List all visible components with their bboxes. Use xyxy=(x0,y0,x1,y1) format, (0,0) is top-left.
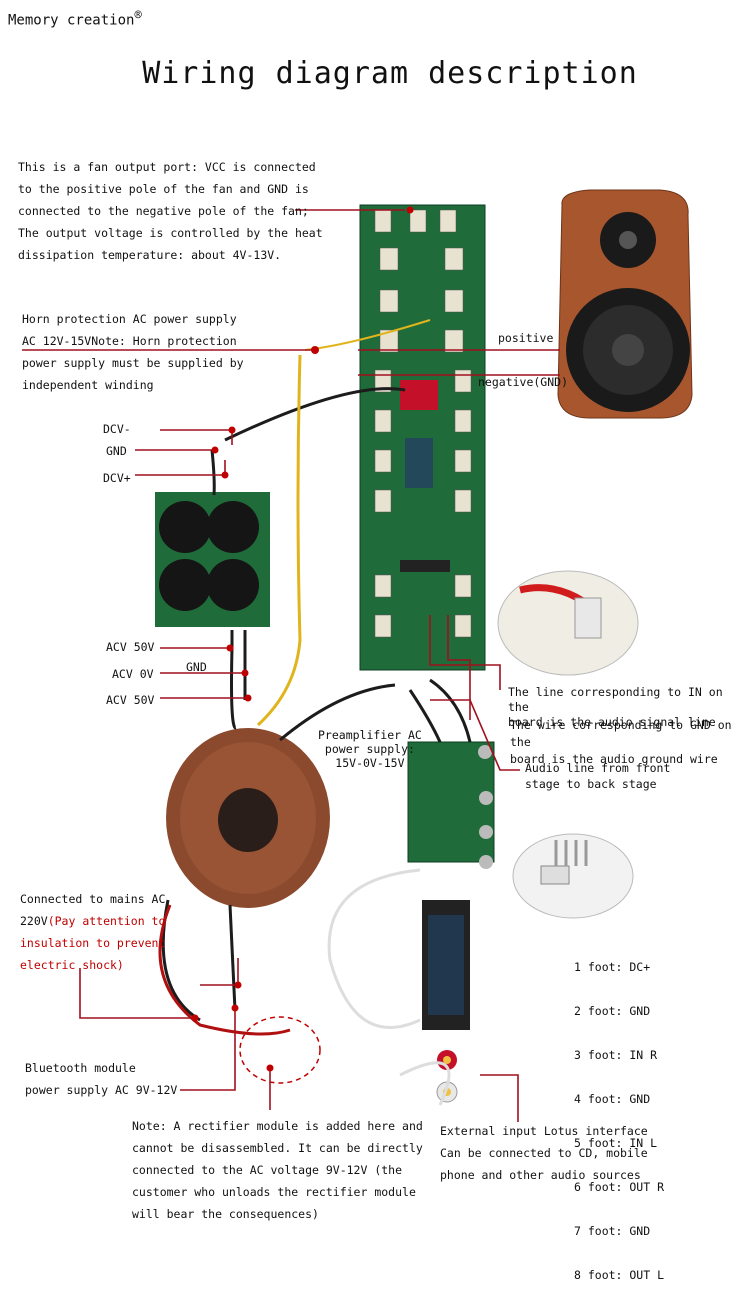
amplifier-board xyxy=(359,204,486,671)
brand-name: Memory creation xyxy=(8,12,135,29)
inset-photo-connector xyxy=(497,570,639,676)
yellow-wire xyxy=(256,354,302,727)
speaker-negative-label: negative(GND) xyxy=(478,375,569,389)
pin-1: 1 foot: DC+ xyxy=(574,960,651,974)
toroidal-transformer xyxy=(166,728,330,908)
red-wires xyxy=(158,904,291,1036)
bluetooth-pinout: 1 foot: DC+ 2 foot: GND 3 foot: IN R 4 f… xyxy=(574,934,664,1308)
ic-chip xyxy=(400,560,450,572)
white-wires xyxy=(327,868,451,1106)
rectifier-note: Note: A rectifier module is added here a… xyxy=(132,1119,423,1221)
acv0-label: ACV 0V xyxy=(112,667,154,681)
registered-mark: ® xyxy=(134,8,142,22)
protection-relay xyxy=(400,380,438,410)
gnd-label-dc: GND xyxy=(106,444,127,458)
wiring-illustration xyxy=(22,189,693,1122)
mains-note: Connected to mains AC 220V(Pay attention… xyxy=(20,888,165,976)
gnd-wire-note: The wire corresponding to GND on the boa… xyxy=(510,718,732,766)
filter-capacitors xyxy=(159,501,259,611)
horn-protection-note: Horn protection AC power supply AC 12V-1… xyxy=(22,312,244,392)
mains-warning: (Pay attention to insulation to prevent … xyxy=(20,914,166,972)
audio-line-note: Audio line from front stage to back stag… xyxy=(525,761,671,791)
acv50-top-label: ACV 50V xyxy=(106,640,155,654)
rectifier-highlight xyxy=(239,1016,321,1084)
pin-3: 3 foot: IN R xyxy=(574,1048,658,1062)
speaker xyxy=(557,189,693,419)
lotus-input-note: External input Lotus interface Can be co… xyxy=(440,1124,648,1182)
mains-note-text: Connected to mains AC 220V xyxy=(20,892,166,928)
preamp-supply-note: Preamplifier AC power supply: 15V-0V-15V xyxy=(318,728,422,770)
pin-2: 2 foot: GND xyxy=(574,1004,651,1018)
page-title: Wiring diagram description xyxy=(142,56,638,91)
preamp-wires xyxy=(279,678,472,743)
dcv-minus-label: DCV- xyxy=(103,422,131,436)
brand-logo: Memory creation® xyxy=(8,8,142,29)
inset-photo-bluetooth-header xyxy=(512,833,634,919)
rca-jacks xyxy=(436,1050,458,1103)
speaker-positive-label: positive xyxy=(498,331,554,345)
gnd-label-ac: GND xyxy=(186,660,207,674)
pin-6: 6 foot: OUT R xyxy=(574,1180,665,1194)
power-transistors xyxy=(374,209,472,638)
pin-8: 8 foot: OUT L xyxy=(574,1268,665,1282)
leader-lines xyxy=(22,209,560,1122)
pin-7: 7 foot: GND xyxy=(574,1224,651,1238)
in-signal-note: The line corresponding to IN on the boar… xyxy=(508,685,723,729)
pin-5: 5 foot: IN L xyxy=(574,1136,658,1150)
junction-dots xyxy=(191,206,414,1072)
preamp-board xyxy=(407,741,495,863)
pin-4: 4 foot: GND xyxy=(574,1092,651,1106)
bluetooth-supply-note: Bluetooth module power supply AC 9V-12V xyxy=(25,1061,178,1097)
fan-port-note: This is a fan output port: VCC is connec… xyxy=(18,160,323,262)
acv50-bottom-label: ACV 50V xyxy=(106,693,155,707)
dcv-plus-label: DCV+ xyxy=(103,471,131,485)
